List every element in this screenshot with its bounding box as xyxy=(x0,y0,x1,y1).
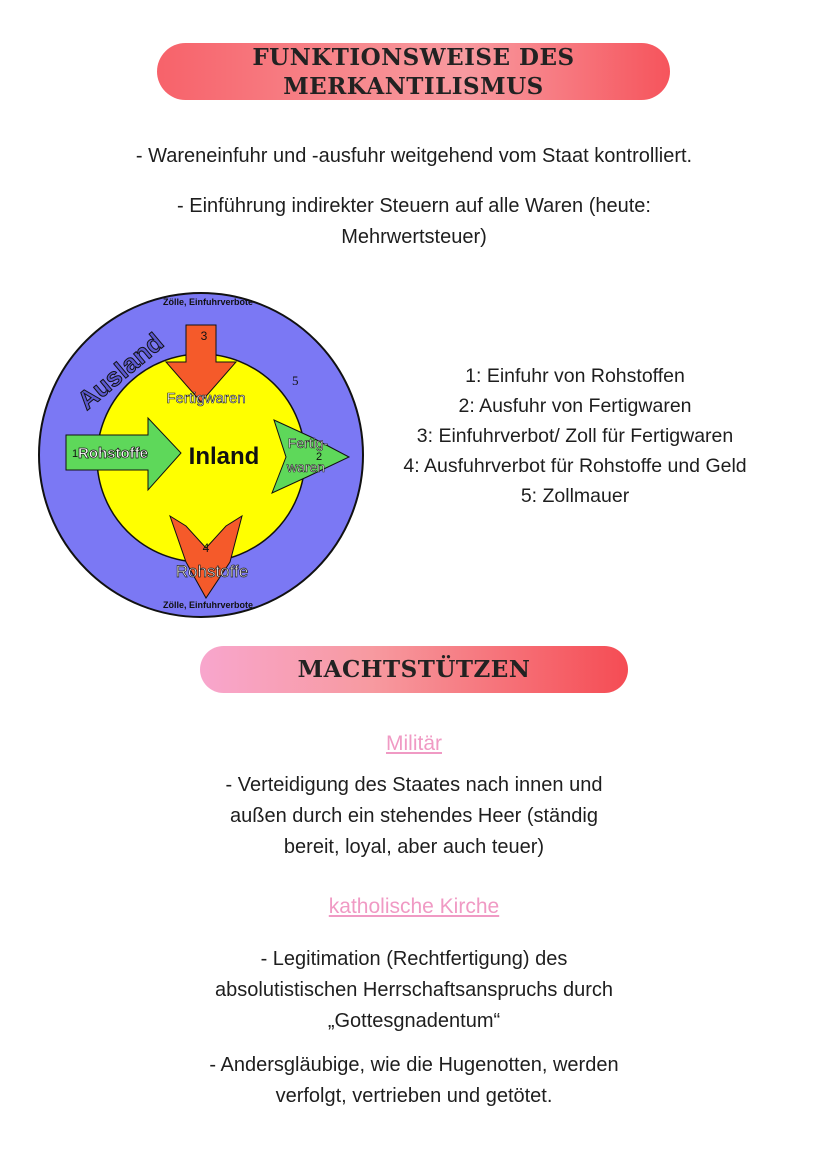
section-title: MACHTSTÜTZEN xyxy=(297,656,531,683)
legend-item-4: 4: Ausfuhrverbot für Rohstoffe und Geld xyxy=(403,455,747,477)
intro-point-1: - Wareneinfuhr und -ausfuhr weitgehend v… xyxy=(135,145,693,167)
arrow-2-label-line1: Fertig- xyxy=(288,435,329,451)
church-p1-line3: „Gottesgnadentum“ xyxy=(327,1010,501,1032)
arrow-2-label-line2: waren xyxy=(286,459,325,475)
arrow-1-number: 1 xyxy=(72,448,78,460)
church-p2-line1: - Andersgläubige, wie die Hugenotten, we… xyxy=(209,1054,619,1076)
military-line2: außen durch ein stehendes Heer (ständig xyxy=(229,805,598,827)
legend-item-2: 2: Ausfuhr von Fertigwaren xyxy=(458,395,692,417)
arrow-4-rohstoffe xyxy=(169,514,243,599)
top-barrier-label: Zölle, Einfuhrverbote xyxy=(163,297,253,307)
church-point-1: - Legitimation (Rechtfertigung) des abso… xyxy=(0,944,828,1037)
legend-item-5: 5: Zollmauer xyxy=(520,485,630,507)
bottom-barrier-label: Zölle, Einfuhrverbote xyxy=(163,600,253,610)
church-point-2: - Andersgläubige, wie die Hugenotten, we… xyxy=(0,1050,828,1112)
page-title-line2: MERKANTILISMUS xyxy=(283,72,544,100)
church-p1-line1: - Legitimation (Rechtfertigung) des xyxy=(260,948,568,970)
intro-point-2: - Einführung indirekter Steuern auf alle… xyxy=(0,191,828,253)
arrow-1-rohstoffe xyxy=(65,416,182,492)
section-banner: MACHTSTÜTZEN xyxy=(200,646,628,693)
wall-number: 5 xyxy=(292,373,299,388)
intro-point-2-line1: - Einführung indirekter Steuern auf alle… xyxy=(177,195,651,217)
arrow-1-label: Rohstoffe xyxy=(78,445,148,462)
arrow-3-number: 3 xyxy=(201,329,208,343)
mercantilism-diagram: Zölle, Einfuhrverbote Zölle, Einfuhrverb… xyxy=(38,292,364,618)
church-heading: katholische Kirche xyxy=(328,895,500,918)
church-p1-line2: absolutistischen Herrschaftsanspruchs du… xyxy=(215,979,613,1001)
church-p2-line2: verfolgt, vertrieben und getötet. xyxy=(275,1085,553,1107)
title-banner: FUNKTIONSWEISE DES MERKANTILISMUS xyxy=(157,43,670,100)
legend-item-1: 1: Einfuhr von Rohstoffen xyxy=(465,365,685,387)
arrow-4-label: Rohstoffe xyxy=(176,562,248,581)
arrow-4-number: 4 xyxy=(203,541,210,555)
arrow-2-fertigwaren xyxy=(271,419,351,494)
military-heading: Militär xyxy=(386,732,442,755)
military-line1: - Verteidigung des Staates nach innen un… xyxy=(225,774,603,796)
intro-point-2-line2: Mehrwertsteuer) xyxy=(341,226,487,248)
arrow-2-number: 2 xyxy=(316,451,322,463)
military-line3: bereit, loyal, aber auch teuer) xyxy=(283,836,545,858)
inland-label: Inland xyxy=(189,443,260,470)
military-text: - Verteidigung des Staates nach innen un… xyxy=(0,770,828,863)
arrow-3-fertigwaren xyxy=(164,324,238,403)
diagram-legend: 1: Einfuhr von Rohstoffen 2: Ausfuhr von… xyxy=(380,361,770,511)
arrow-3-label: Fertigwaren xyxy=(166,390,245,407)
legend-item-3: 3: Einfuhrverbot/ Zoll für Fertigwaren xyxy=(416,425,734,447)
page-title-line1: FUNKTIONSWEISE DES xyxy=(252,43,575,71)
